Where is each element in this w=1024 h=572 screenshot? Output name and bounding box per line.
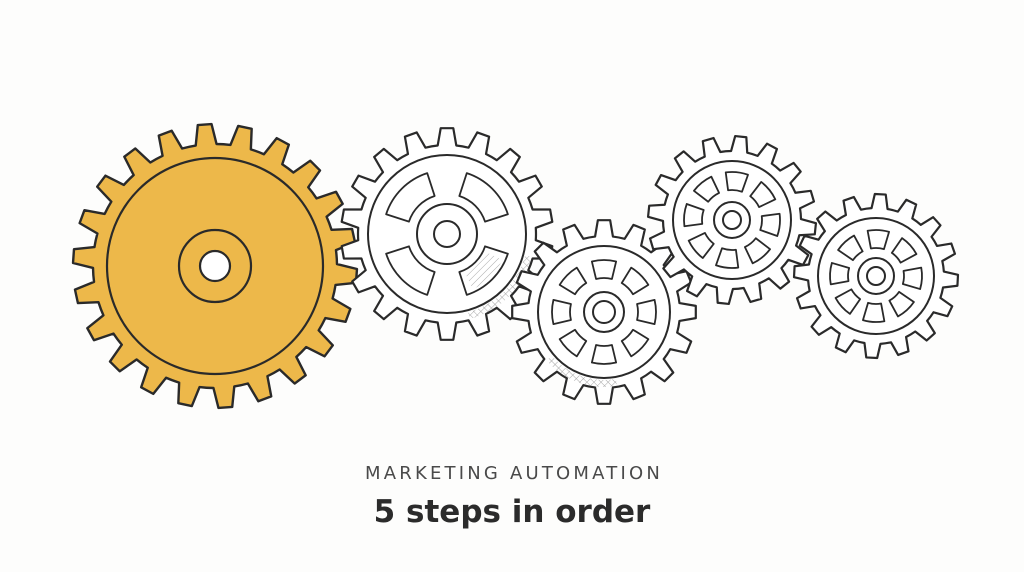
gear-step-4-rim (672, 160, 792, 280)
gear-step-3 (511, 219, 697, 405)
gear-step-5-window (901, 266, 923, 290)
gear-step-4-axle-hole (722, 210, 742, 230)
gear-step-5-window (829, 262, 851, 286)
gear-step-3-window (620, 266, 650, 296)
gear-step-3-window (590, 259, 618, 280)
gear-step-2-spoke-window (385, 172, 436, 223)
gear-step-4-window (759, 212, 781, 237)
gear-step-5 (792, 192, 960, 360)
caption-block: MARKETING AUTOMATION 5 steps in order (0, 462, 1024, 532)
gear-step-1-axle-hole (198, 249, 232, 283)
gear-step-4 (646, 134, 818, 306)
gear-step-5-window (866, 229, 890, 251)
gear-step-3-axle-hole (592, 300, 616, 324)
gear-step-5-window (888, 290, 915, 318)
caption-eyebrow: MARKETING AUTOMATION (365, 463, 663, 484)
gear-step-3-window (558, 328, 588, 358)
caption-title: 5 steps in order (373, 494, 651, 530)
gear-step-5-rim (817, 217, 935, 335)
gear-step-4-window (749, 181, 777, 208)
gear-step-3-window (558, 266, 588, 296)
gear-step-2-window-shading (464, 251, 503, 290)
gear-step-3-rim (537, 245, 671, 379)
gear-step-5-window (837, 234, 864, 262)
gear-step-4-window (715, 247, 740, 269)
gear-step-2-spoke-window (458, 172, 509, 223)
gear-step-3-window (551, 298, 572, 326)
gear-step-5-axle-hole (866, 266, 886, 286)
gear-step-1-rim (105, 156, 325, 376)
gear-train-diagram (71, 122, 960, 410)
gear-step-4-window (744, 237, 771, 265)
gear-step-5-window (862, 301, 886, 323)
gear-step-2-axle-hole (433, 220, 461, 248)
gear-step-4-window (724, 171, 749, 193)
gear-step-5-window (890, 237, 918, 264)
gear-step-4-window (687, 232, 715, 259)
gear-step-2-shading (467, 254, 532, 319)
gear-step-4-window (693, 175, 720, 203)
gear-step-3-shading (546, 355, 618, 387)
gear-step-2 (340, 127, 554, 341)
gear-step-2-rim (367, 154, 527, 314)
gear-step-5-window (834, 288, 862, 315)
gear-step-3-window (636, 298, 657, 326)
gear-step-3-window (620, 328, 650, 358)
gear-step-3-window (590, 344, 618, 365)
gear-step-2-spoke-window (385, 245, 436, 296)
gear-step-4-window (683, 203, 705, 228)
gear-step-1 (71, 122, 359, 410)
